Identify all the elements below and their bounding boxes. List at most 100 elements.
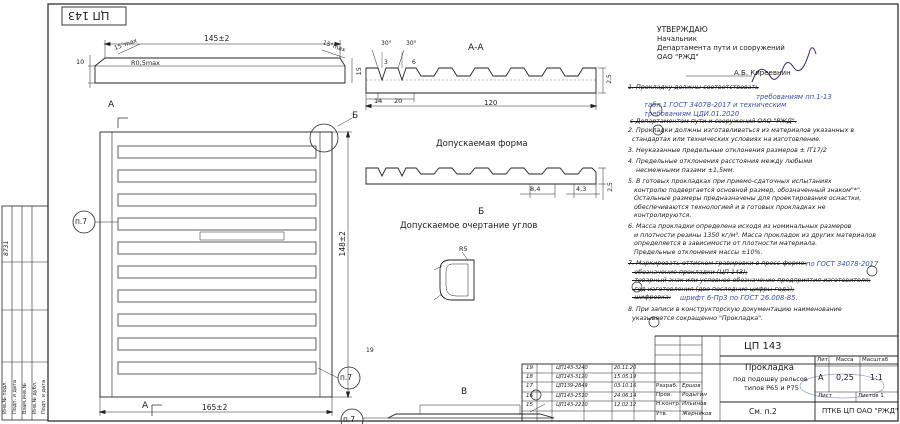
tb-person: Жерняков: [682, 411, 712, 417]
note-line: 6. Масса прокладки определена исходя из …: [628, 223, 852, 230]
note-line: контролю подвергается основной размер, о…: [634, 186, 862, 194]
approve-signer: А.Б. Киреевнин: [734, 69, 791, 77]
tb-lit-value: А: [818, 373, 824, 382]
allowed-form-section: [365, 167, 606, 200]
dim-angle-30-left: 30°: [381, 40, 392, 47]
approve-role: Начальник: [657, 35, 697, 43]
tb-rev-num: ЦП143-3240: [556, 365, 588, 371]
note-line: стандартах или технических условиях на и…: [632, 135, 822, 143]
dim-25-aa: 2,5: [605, 74, 613, 84]
tb-name-1: Прокладка: [745, 363, 794, 373]
tb-role: Разраб.: [656, 383, 678, 389]
tb-rev-date: 15.05.19: [614, 374, 637, 380]
dim-corner-r: R5: [459, 245, 468, 253]
note-line: и плотности резины 1350 кг/м³. Масса про…: [634, 231, 876, 239]
note-line: с Департаментом пути и сооружений ОАО "Р…: [630, 118, 797, 126]
callout-p7-left: п.7: [75, 217, 88, 226]
note-line: -год изготовления (две последние цифры г…: [632, 285, 795, 293]
tb-mass-header: Масса: [836, 357, 854, 363]
view-a-label-bottom: А: [142, 401, 149, 411]
dim-10: 10: [76, 58, 85, 66]
callout-p7-bottom: п.7: [343, 415, 356, 424]
note-line: -обозначение прокладки (ЦП 143);: [632, 268, 748, 276]
note-line: требованиям пп.1-13: [756, 92, 832, 101]
dim-14: 14: [374, 97, 383, 105]
dim-6: 6: [412, 59, 416, 66]
view-a-label-top: А: [108, 100, 115, 110]
tb-rev-date: 24.06.14: [614, 393, 637, 399]
view-b-callout: Б: [352, 111, 359, 121]
strip-value: 8731: [3, 240, 10, 256]
tb-rev-zone: 18: [526, 374, 533, 380]
dim-84: 8,4: [530, 185, 541, 193]
approve-dept: Департамента пути и сооружений: [657, 44, 785, 52]
strip-label: Подп. и дата: [41, 379, 47, 414]
tb-mass-value: 0,25: [836, 373, 854, 382]
tb-sheet-label: Лист: [818, 393, 832, 399]
section-aa: [364, 49, 606, 110]
strip-label: Инв.№ подл.: [2, 381, 8, 414]
tb-rev-zone: 16: [526, 393, 533, 399]
tb-lit-header: Лит.: [817, 357, 830, 363]
tb-material: См. п.2: [749, 407, 777, 416]
dim-25-form: 2,5: [606, 182, 614, 192]
allowed-form-title: Допускаемая форма: [436, 139, 528, 149]
dim-angle-30-right: 30°: [406, 40, 417, 47]
tb-name-2: под подошву рельсов: [733, 375, 808, 383]
tb-rev-num: ЦП143-2210: [556, 402, 588, 408]
note-line: 8. При записи в конструкторскую документ…: [628, 306, 842, 313]
view-b-title: Б: [478, 207, 485, 217]
approve-org: ОАО "РЖД": [657, 53, 699, 61]
tb-org: ПТКБ ЦП ОАО "РЖД": [822, 407, 899, 415]
approve-heading: УТВЕРЖДАЮ: [657, 25, 708, 34]
tb-designation: ЦП 143: [744, 341, 782, 352]
side-profile: [88, 40, 353, 88]
tb-scale-value: 1:1: [870, 373, 883, 382]
note-line: -шифровка:: [632, 294, 671, 302]
tb-role: Пров.: [656, 392, 672, 398]
section-aa-title: А-А: [468, 43, 484, 53]
strip-label: Взам.инв.№: [22, 383, 28, 414]
detail-b-corner: [433, 251, 475, 301]
allowed-corner-title: Допускаемое очертание углов: [400, 221, 538, 231]
tb-person: Ильинов: [682, 401, 707, 407]
note-line: требованиям ЦДИ.01.2020: [644, 109, 740, 118]
note-line: 5. В готовых прокладках при приемо-сдато…: [628, 178, 832, 185]
note-line: 4. Предельные отклонения расстояния межд…: [628, 158, 813, 165]
tb-rev-date: 20.11.20: [614, 365, 637, 371]
tb-rev-zone: 19: [526, 365, 533, 371]
callout-p7-right: п.7: [340, 373, 353, 382]
dim-120: 120: [484, 99, 498, 107]
signature: [751, 47, 817, 83]
tb-rev-date: 03.10.16: [614, 383, 637, 389]
tb-person: Родыгин: [682, 392, 707, 398]
note-line: 1. Прокладку должны соответствовать: [628, 84, 759, 91]
note-line: 7. Маркировать оттиском гравировки в пре…: [628, 260, 807, 267]
view-v: [340, 403, 555, 424]
tb-role: Утв.: [656, 411, 668, 417]
top-stamp: ЦП 143: [68, 9, 110, 22]
note-line: 2. Прокладки должны изготавливаться из м…: [628, 127, 855, 134]
tb-rev-num: ЦП143-2510: [556, 393, 588, 399]
title-block-lines: [521, 335, 899, 422]
dim-3: 3: [384, 59, 388, 66]
dim-15: 15: [354, 67, 363, 76]
note-line: Предельные отклонения массы ±10%.: [634, 248, 763, 256]
tb-scale-header: Масштаб: [862, 357, 889, 363]
strip-label: Подп. и дата: [12, 379, 18, 414]
tb-rev-num: ЦП139-2849: [556, 383, 588, 389]
note-line: контролируются.: [634, 212, 692, 220]
tb-rev-num: ЦП143-3120: [556, 374, 588, 380]
note-line: определяется в зависимости от плотности …: [634, 240, 818, 248]
dim-top-length: 145±2: [204, 34, 230, 43]
tb-sheets-label: Листов 1: [858, 393, 884, 399]
dim-height-side: 148±2: [337, 231, 347, 257]
tb-rev-date: 12.02.12: [614, 402, 637, 408]
tb-rev-zone: 17: [526, 383, 533, 389]
tb-person: Ершов: [682, 383, 701, 389]
tb-rev-zone: 15: [526, 402, 533, 408]
dim-20: 20: [394, 97, 403, 105]
